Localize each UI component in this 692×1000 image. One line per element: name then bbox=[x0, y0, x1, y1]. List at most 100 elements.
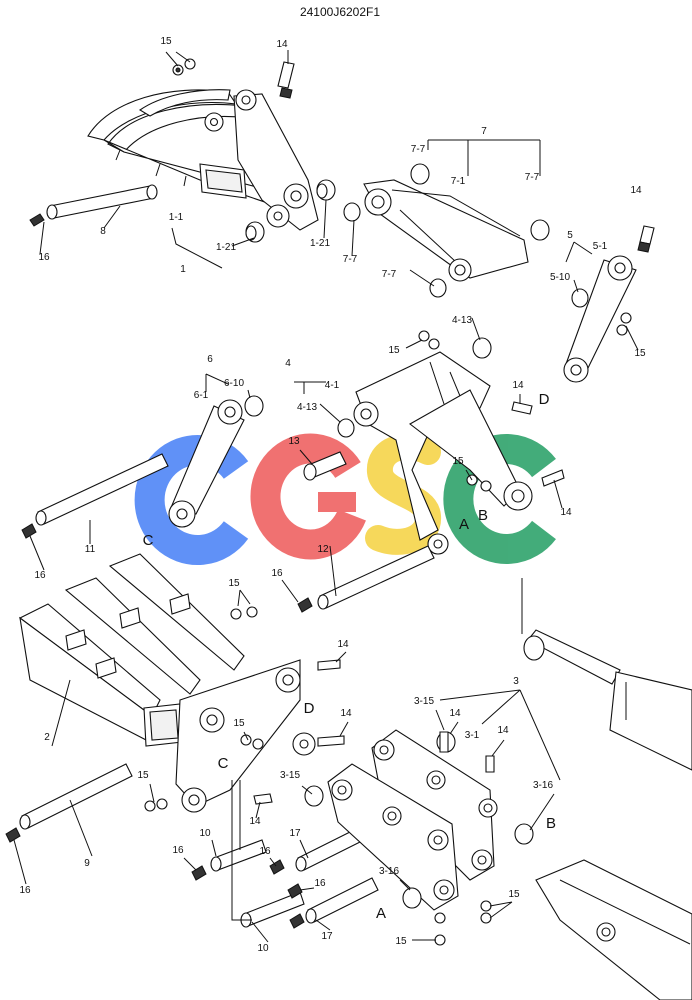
boom-outline bbox=[535, 859, 692, 1000]
callout-c08: 8 bbox=[100, 226, 106, 237]
part-16-grease-nipples-lower bbox=[191, 859, 305, 929]
callout-c33: 16 bbox=[34, 570, 46, 581]
callout-c46: 15 bbox=[137, 770, 149, 781]
callout-c17: 5-1 bbox=[593, 241, 608, 252]
letter-mark-m07: B bbox=[546, 815, 556, 832]
letter-mark-m05: D bbox=[304, 700, 315, 717]
callout-c28: 4-13 bbox=[297, 402, 317, 413]
watermark-letter-s bbox=[365, 433, 441, 555]
part-7-link-assembly bbox=[343, 163, 550, 298]
callout-c29: 13 bbox=[288, 436, 300, 447]
callout-c20: 4-13 bbox=[452, 315, 472, 326]
callout-c32: 11 bbox=[85, 544, 96, 555]
callout-c61: 15 bbox=[395, 936, 407, 947]
callout-c44: 3-1 bbox=[465, 730, 480, 741]
part-1-21-bushing-a bbox=[245, 221, 265, 243]
callout-c06: 7-7 bbox=[525, 172, 540, 183]
callout-c22: 6 bbox=[207, 354, 213, 365]
callout-c26: 6-1 bbox=[194, 390, 209, 401]
callout-c10: 1-21 bbox=[310, 238, 330, 249]
callout-c21: 15 bbox=[388, 345, 400, 356]
part-4-center-link bbox=[337, 330, 565, 555]
callout-c35: 16 bbox=[271, 568, 283, 579]
part-2-frame-assembly bbox=[18, 553, 316, 813]
callout-c30: 15 bbox=[452, 456, 464, 467]
part-15-nuts-lower bbox=[144, 606, 264, 812]
callout-c16: 5 bbox=[567, 230, 573, 241]
part-13-pin bbox=[303, 451, 347, 481]
callout-c23: 4 bbox=[285, 358, 291, 369]
watermark-letter-c-right bbox=[443, 434, 556, 564]
callout-c14: 7-7 bbox=[382, 269, 397, 280]
callout-c52: 16 bbox=[172, 845, 184, 856]
callout-c05: 7-1 bbox=[451, 176, 466, 187]
drawing-number: 24100J6202F1 bbox=[300, 5, 380, 19]
callout-c49: 14 bbox=[249, 816, 261, 827]
callout-c19: 15 bbox=[634, 348, 646, 359]
leader-lines bbox=[13, 50, 639, 943]
part-10-pin-upper bbox=[210, 839, 267, 872]
callout-c42: 15 bbox=[233, 718, 245, 729]
callout-c34: 12 bbox=[317, 544, 329, 555]
callout-c13: 1 bbox=[180, 264, 186, 275]
callout-c43: 14 bbox=[340, 708, 352, 719]
callout-c45: 14 bbox=[497, 725, 509, 736]
watermark-letter-g bbox=[250, 433, 366, 560]
callout-c53: 16 bbox=[259, 846, 271, 857]
cgsc-watermark bbox=[134, 433, 556, 565]
part-1-frame-assembly bbox=[87, 89, 319, 231]
callout-c25: 4-1 bbox=[325, 380, 340, 391]
callout-c11: 16 bbox=[38, 252, 50, 263]
callout-c31: 14 bbox=[560, 507, 572, 518]
part-6-rod-c bbox=[168, 395, 264, 528]
letter-mark-m06: C bbox=[218, 755, 229, 772]
part-8-pin bbox=[46, 184, 158, 220]
callout-c12: 7-7 bbox=[343, 254, 358, 265]
callout-c39: 3-15 bbox=[414, 696, 434, 707]
callout-c38: 3 bbox=[513, 676, 519, 687]
part-11-pin bbox=[21, 453, 169, 539]
letter-mark-m02: A bbox=[459, 516, 469, 533]
callout-c60: 10 bbox=[257, 943, 269, 954]
hydraulic-cylinder-outline bbox=[521, 578, 692, 771]
callout-c55: 3-16 bbox=[379, 866, 399, 877]
part-9-pin bbox=[5, 763, 133, 843]
callout-c56: 16 bbox=[314, 878, 326, 889]
callout-c24: 6-10 bbox=[224, 378, 244, 389]
callout-c41: 2 bbox=[44, 732, 50, 743]
part-17-pin-upper bbox=[295, 825, 369, 872]
part-15-nut-top bbox=[172, 58, 196, 76]
callout-c15: 14 bbox=[630, 185, 642, 196]
part-16-grease-nipple-1 bbox=[29, 213, 45, 227]
callout-c18: 5-10 bbox=[550, 272, 570, 283]
part-14-bolts-lower bbox=[253, 659, 345, 805]
callout-c59: 17 bbox=[321, 931, 333, 942]
callout-c50: 10 bbox=[199, 828, 211, 839]
callout-c40: 14 bbox=[449, 708, 461, 719]
callout-c57: 16 bbox=[19, 885, 31, 896]
letter-mark-m08: A bbox=[376, 905, 386, 922]
callout-c07: 1-1 bbox=[169, 212, 184, 223]
callout-c04: 7-7 bbox=[411, 144, 426, 155]
letter-mark-m04: C bbox=[143, 532, 154, 549]
part-3-link-assembly bbox=[304, 729, 534, 946]
part-12-pin bbox=[297, 545, 435, 613]
letter-mark-m01: D bbox=[539, 391, 550, 408]
callout-c54: 9 bbox=[84, 858, 90, 869]
callout-c02: 14 bbox=[276, 39, 288, 50]
letter-mark-m03: B bbox=[478, 507, 488, 524]
callout-c01: 15 bbox=[160, 36, 172, 47]
callout-c03: 7 bbox=[481, 126, 487, 137]
callout-c48: 3-16 bbox=[533, 780, 553, 791]
part-1-21-bushing-b bbox=[316, 179, 336, 201]
callout-c37: 14 bbox=[337, 639, 349, 650]
callout-c36: 15 bbox=[228, 578, 240, 589]
part-14-bolt-top bbox=[277, 61, 295, 99]
callout-c47: 3-15 bbox=[280, 770, 300, 781]
part-5-rod-d bbox=[563, 225, 655, 383]
callout-c27: 14 bbox=[512, 380, 524, 391]
part-17-pin-lower bbox=[305, 877, 379, 924]
